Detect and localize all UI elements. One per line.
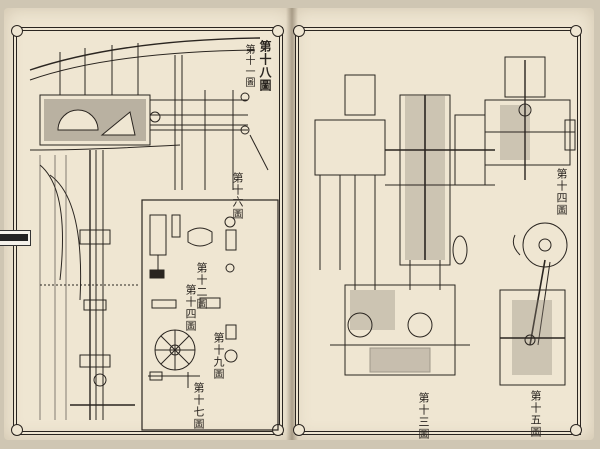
corner-ornament bbox=[570, 424, 582, 436]
left-page bbox=[4, 8, 292, 440]
figure-label-17: 第十七圖 bbox=[192, 382, 205, 430]
figure-label-13: 第十三圖 bbox=[417, 392, 430, 440]
corner-ornament bbox=[293, 25, 305, 37]
corner-ornament bbox=[11, 424, 23, 436]
header-label: 第十八圖 bbox=[258, 40, 272, 92]
valve-gear-drawing bbox=[499, 222, 568, 386]
cylinder-detail-drawing bbox=[484, 56, 576, 180]
corner-ornament bbox=[293, 424, 305, 436]
corner-ornament bbox=[570, 25, 582, 37]
figure-label-14: 第十四圖 bbox=[184, 284, 197, 332]
locomotive-section-drawing bbox=[29, 37, 269, 420]
right-page bbox=[292, 8, 594, 440]
bookmark-tab bbox=[0, 230, 31, 246]
engine-cross-section-drawing bbox=[314, 74, 495, 376]
right-page-border bbox=[298, 30, 578, 432]
small-parts-inset bbox=[141, 199, 279, 431]
corner-ornament bbox=[272, 25, 284, 37]
header-label: 第十一圖 bbox=[243, 44, 254, 88]
figure-label-15: 第十五圖 bbox=[529, 390, 542, 438]
corner-ornament bbox=[11, 25, 23, 37]
figure-label-12: 第十二圖 bbox=[195, 262, 208, 310]
book-gutter bbox=[286, 8, 298, 440]
figure-label-14: 第十四圖 bbox=[555, 168, 568, 216]
figure-label-19: 第十九圖 bbox=[212, 332, 225, 380]
figure-label-16: 第十六圖 bbox=[231, 172, 244, 220]
